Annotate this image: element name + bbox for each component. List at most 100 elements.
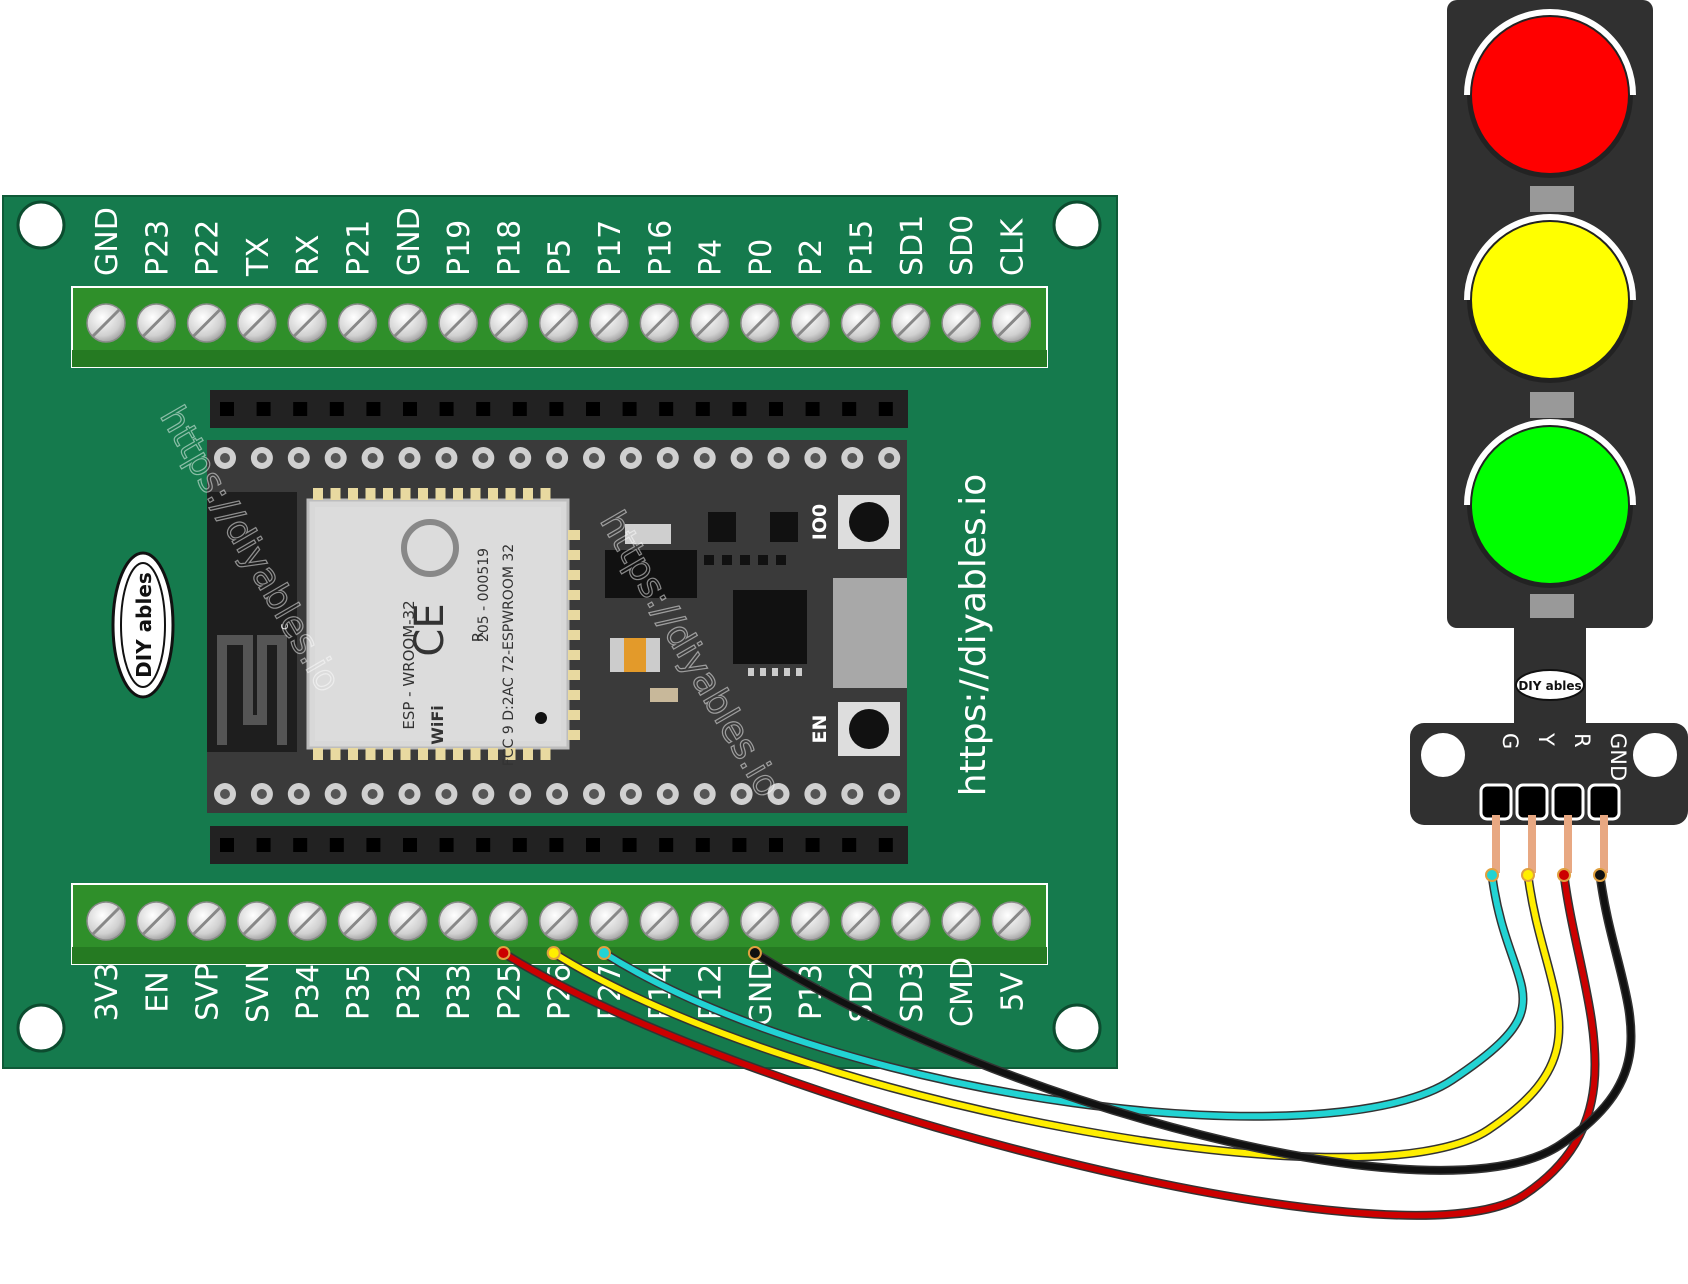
espressif-logo [401,519,459,577]
header-hole [805,838,820,852]
header-hole [622,838,637,852]
header-hole [586,402,600,416]
bottom-terminal-screw [790,901,830,941]
bottom-terminal-screw [337,901,378,941]
bottom-terminal-screw [991,901,1032,941]
header-hole [878,402,893,416]
tl-pin-label: G [1498,733,1522,749]
bottom-pin-label: P33 [442,964,477,1020]
diyables-logo: DIY ables [111,551,175,699]
bottom-pin-label: CMD [945,957,980,1027]
bottom-terminal-screw [891,901,931,941]
header-hole [439,402,454,416]
mount-hole-top-right [1052,200,1102,250]
red-light [1464,9,1636,178]
chip-ce-mark: CE [407,603,453,656]
bottom-pin-label: 5V [995,972,1030,1012]
tl-pin-leg [1600,815,1608,873]
top-terminal-screw [991,303,1032,343]
top-pin-label: GND [90,207,125,276]
tl-pin-header [1479,783,1513,821]
header-hole [476,838,491,852]
top-pin-label: P23 [140,220,175,276]
esp32-devkit-module: c ESP - WROOM-32 FCC 9 D:2AC 72-ESPWROOM… [207,440,907,813]
bottom-terminal-screw [438,901,478,941]
top-pin-label: P2 [794,239,829,276]
io0-button[interactable] [838,495,900,549]
wire-p27-to-g [597,868,1528,1121]
antenna-trace [217,635,287,745]
bottom-terminal-screw [639,901,680,941]
top-terminal-screw [891,303,931,343]
voltage-regulator [605,550,697,598]
header-hole [732,838,747,852]
top-terminal-screw [840,303,881,343]
mount-hole-bottom-left [16,1003,66,1053]
tl-pin-header [1515,783,1549,821]
chip-wifi-mark: WiFi [428,705,447,745]
header-hole [403,402,417,416]
header-hole [878,838,893,852]
top-pin-label: P15 [845,220,880,276]
top-terminal-screw [941,303,981,343]
mount-hole-bottom-right [1052,1003,1102,1053]
bottom-terminal-screw [237,901,277,941]
chip-model-label: ESP - WROOM-32 [400,600,418,729]
top-pin-label: P22 [191,220,226,276]
en-button-label: EN [809,715,831,744]
wire-p26-to-y [546,868,1564,1162]
top-pin-label: P4 [694,239,729,276]
bottom-terminal-screw [186,901,227,941]
tl-pin-label: Y [1534,732,1558,746]
top-pin-label: P21 [342,220,377,276]
tl-pin-leg [1528,815,1536,873]
bottom-pin-label: EN [140,971,175,1012]
header-hole [805,402,820,416]
top-terminal-screw [589,303,629,343]
header-hole [329,402,344,416]
wire-p25-to-r [496,868,1600,1220]
top-pin-label: TX [241,237,276,277]
micro-usb-port [833,578,907,688]
bottom-terminal-screw [388,901,428,941]
yellow-light [1464,214,1636,383]
top-terminal-screw [136,303,177,343]
top-terminal-screw [639,303,680,343]
bottom-terminal-screw [538,901,579,941]
io0-button-label: IO0 [809,504,831,540]
bottom-terminal-screw [689,901,730,941]
header-hole [403,838,417,852]
green-light [1464,419,1636,588]
tl-pin-header [1587,783,1621,821]
bottom-pin-label: 3V3 [90,963,125,1022]
tl-pin-leg [1564,815,1572,873]
wire-gnd-to-gnd [747,868,1636,1175]
chip-fcc-label: FCC 9 D:2AC 72-ESPWROOM 32 [501,544,517,766]
pin-board-hole-right [1633,733,1677,777]
top-terminal-screw [237,303,277,343]
top-pin-label: P17 [593,220,628,276]
top-terminal-screw [488,303,529,343]
header-hole [769,402,783,416]
top-screw-row [86,303,1032,343]
top-pin-label: P0 [744,239,779,276]
en-button[interactable] [838,702,900,756]
header-hole [842,838,857,852]
bottom-pin-label: P25 [492,964,527,1020]
bottom-pin-label: P32 [392,964,427,1020]
bottom-terminal-screw [589,901,629,941]
diyables-logo-text: DIY ables [132,572,156,678]
top-terminal-screw [287,303,327,343]
header-hole [659,838,674,852]
bottom-terminal-screw [941,901,981,941]
tl-pin-header [1551,783,1585,821]
header-hole [220,838,234,852]
tl-pin-label: GND [1606,733,1630,781]
header-hole [659,402,674,416]
bottom-pin-label: P34 [291,964,326,1020]
header-hole [732,402,747,416]
header-hole [586,838,600,852]
